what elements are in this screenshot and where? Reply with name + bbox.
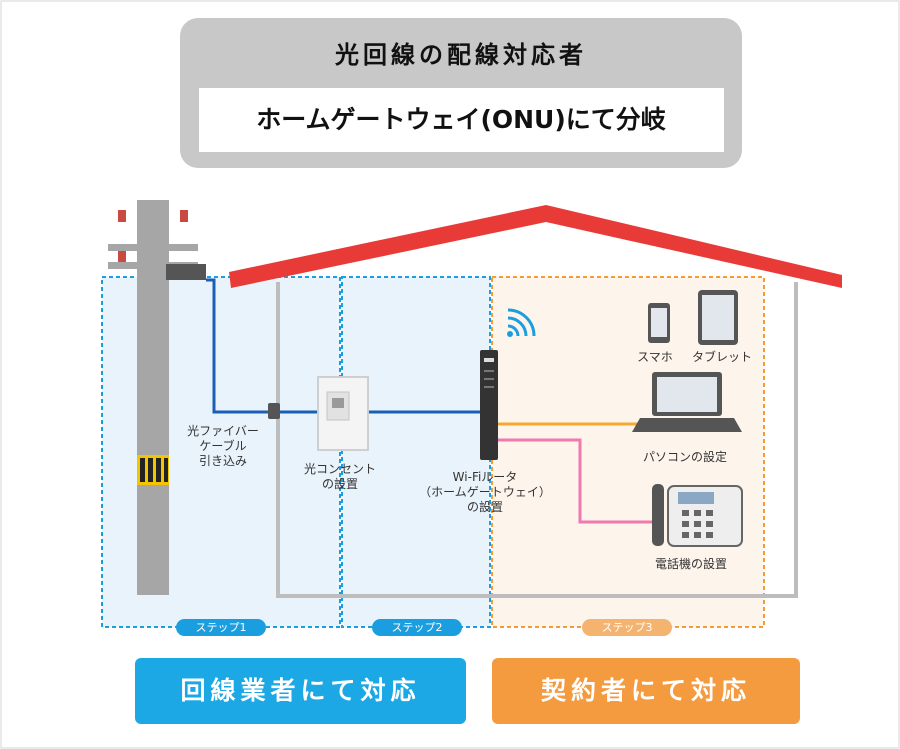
- phone-key: [706, 510, 713, 516]
- pole-plate-stripe: [156, 458, 161, 482]
- laptop-screen: [657, 377, 717, 412]
- phone-key: [682, 521, 689, 527]
- house-wall: [276, 282, 798, 598]
- phone-key: [694, 510, 701, 516]
- router-led: [484, 358, 494, 362]
- pole-plate-stripe: [164, 458, 168, 482]
- phone-install-label: 電話機の設置: [654, 557, 727, 571]
- phone-key: [706, 532, 713, 538]
- step2-area: [342, 277, 490, 627]
- step-badge-2: ステップ2: [372, 619, 462, 636]
- pole-plate-stripe: [140, 458, 145, 482]
- pole-insulator: [118, 251, 126, 262]
- wifi-signal-wave: [507, 316, 528, 337]
- house-roof: [229, 205, 842, 288]
- wall-entry-point: [268, 403, 280, 419]
- subtitle-box: [199, 88, 724, 152]
- fiber-cable-label: 光ファイバー ケーブル 引き込み: [187, 424, 259, 468]
- pole-closure-box: [166, 264, 206, 280]
- smartphone-screen: [651, 308, 667, 337]
- phone-key: [694, 532, 701, 538]
- pole-plate-stripe: [148, 458, 153, 482]
- smartphone-label: スマホ: [637, 350, 673, 364]
- step-badge-3: ステップ3: [582, 619, 672, 636]
- wifi-signal-icon: [507, 324, 520, 337]
- router-label: Wi-Fiルータ （ホームゲートウェイ） の設置: [419, 470, 551, 514]
- pole-crossarm-bottom: [108, 262, 198, 269]
- wifi-signal-dot: [507, 331, 513, 337]
- contractor-responsibility-box: 契約者にて対応: [492, 658, 800, 724]
- step-badge-1: ステップ1: [176, 619, 266, 636]
- utility-pole: [137, 200, 169, 595]
- wifi-signal-wave: [507, 308, 536, 337]
- pole-insulator: [118, 210, 126, 222]
- router-vent: [484, 386, 494, 388]
- phone-display: [678, 492, 714, 504]
- laptop-base: [632, 418, 742, 432]
- optical-outlet-label: 光コンセント の設置: [303, 462, 376, 491]
- phone-key: [706, 521, 713, 527]
- tablet-screen: [702, 295, 734, 340]
- phone-cable-line: [498, 438, 652, 524]
- phone-key: [682, 510, 689, 516]
- phone-key: [694, 521, 701, 527]
- outlet-port: [332, 398, 344, 408]
- phone-key: [682, 532, 689, 538]
- router-vent: [484, 378, 494, 380]
- pole-insulator: [180, 210, 188, 222]
- page-title: 光回線の配線対応者: [335, 41, 587, 69]
- carrier-responsibility-box: 回線業者にて対応: [135, 658, 466, 724]
- page-subtitle: ホームゲートウェイ(ONU)にて分岐: [256, 105, 666, 134]
- wifi-router-icon: [480, 350, 498, 460]
- router-vent: [484, 370, 494, 372]
- tablet-label: タブレット: [691, 350, 752, 364]
- pc-setup-label: パソコンの設定: [642, 450, 727, 464]
- phone-handset: [652, 484, 664, 546]
- pole-crossarm-top: [108, 244, 198, 251]
